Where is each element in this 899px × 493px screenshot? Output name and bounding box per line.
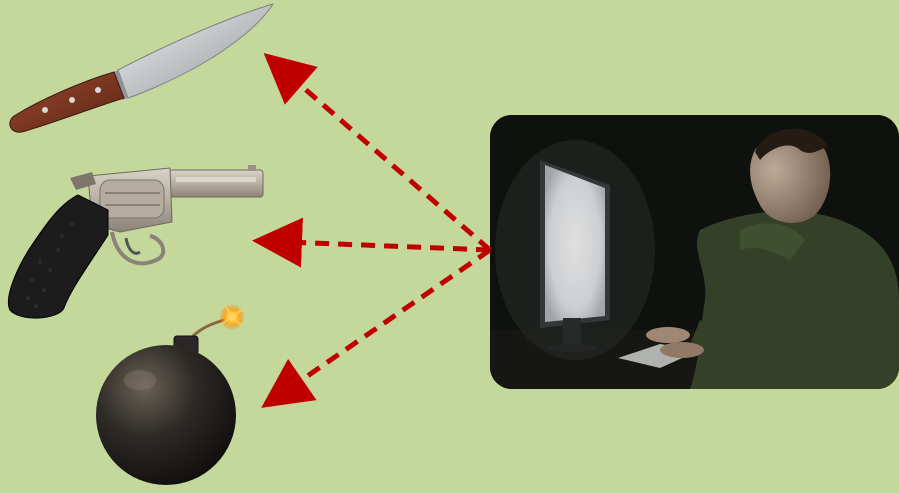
kitchen-knife-icon <box>10 4 273 132</box>
bomb-icon <box>96 304 245 485</box>
person-at-computer-photo <box>490 115 899 390</box>
arrow-to-gun <box>287 242 490 250</box>
arrow-to-bomb <box>290 250 490 388</box>
revolver-icon <box>8 165 263 318</box>
arrow-to-knife <box>290 76 490 250</box>
arrows <box>287 76 490 388</box>
